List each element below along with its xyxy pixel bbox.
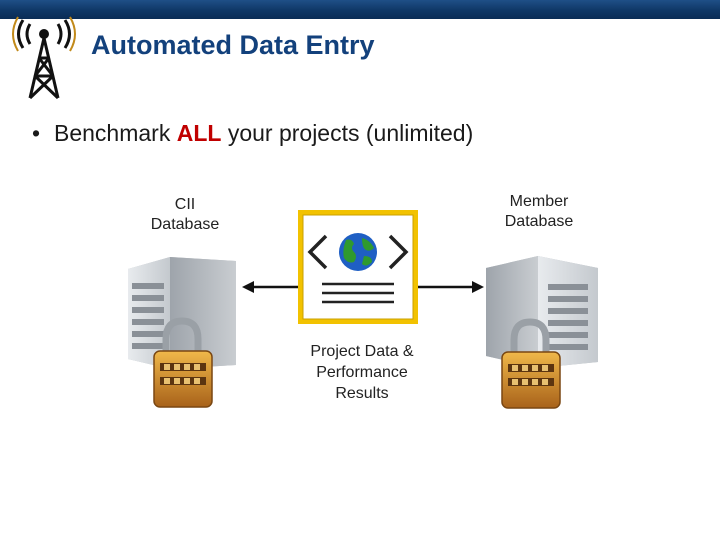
cii-label-line1: CII: [174, 196, 196, 213]
slide-title: Automated Data Entry: [91, 30, 375, 60]
project-label-line3: Results: [335, 385, 389, 402]
cii-database-label: CII Database: [130, 195, 240, 235]
cii-database-server-icon: [128, 257, 236, 408]
project-data-label: Project Data & Performance Results: [292, 341, 432, 404]
bullet-emphasis: ALL: [176, 120, 222, 146]
cii-label-line2: Database: [150, 216, 220, 233]
data-flow-arrows: [242, 281, 484, 293]
project-label-line1: Project Data &: [310, 343, 414, 360]
radio-tower-icon: [12, 16, 76, 100]
bullet-text-end: your projects (unlimited): [221, 120, 474, 146]
bullet-dot: •: [32, 120, 41, 146]
right-arrow: [418, 281, 484, 293]
member-database-server-icon: [486, 256, 598, 409]
member-database-label: Member Database: [484, 192, 594, 232]
web-document-icon: [298, 210, 418, 324]
header-bar: [0, 0, 720, 19]
bullet-text-start: Benchmark: [54, 120, 177, 146]
member-label-line1: Member: [509, 193, 569, 210]
left-arrow: [242, 281, 298, 293]
member-label-line2: Database: [504, 213, 574, 230]
project-label-line2: Performance: [316, 364, 408, 381]
bullet-item: • Benchmark ALL your projects (unlimited): [32, 120, 473, 147]
